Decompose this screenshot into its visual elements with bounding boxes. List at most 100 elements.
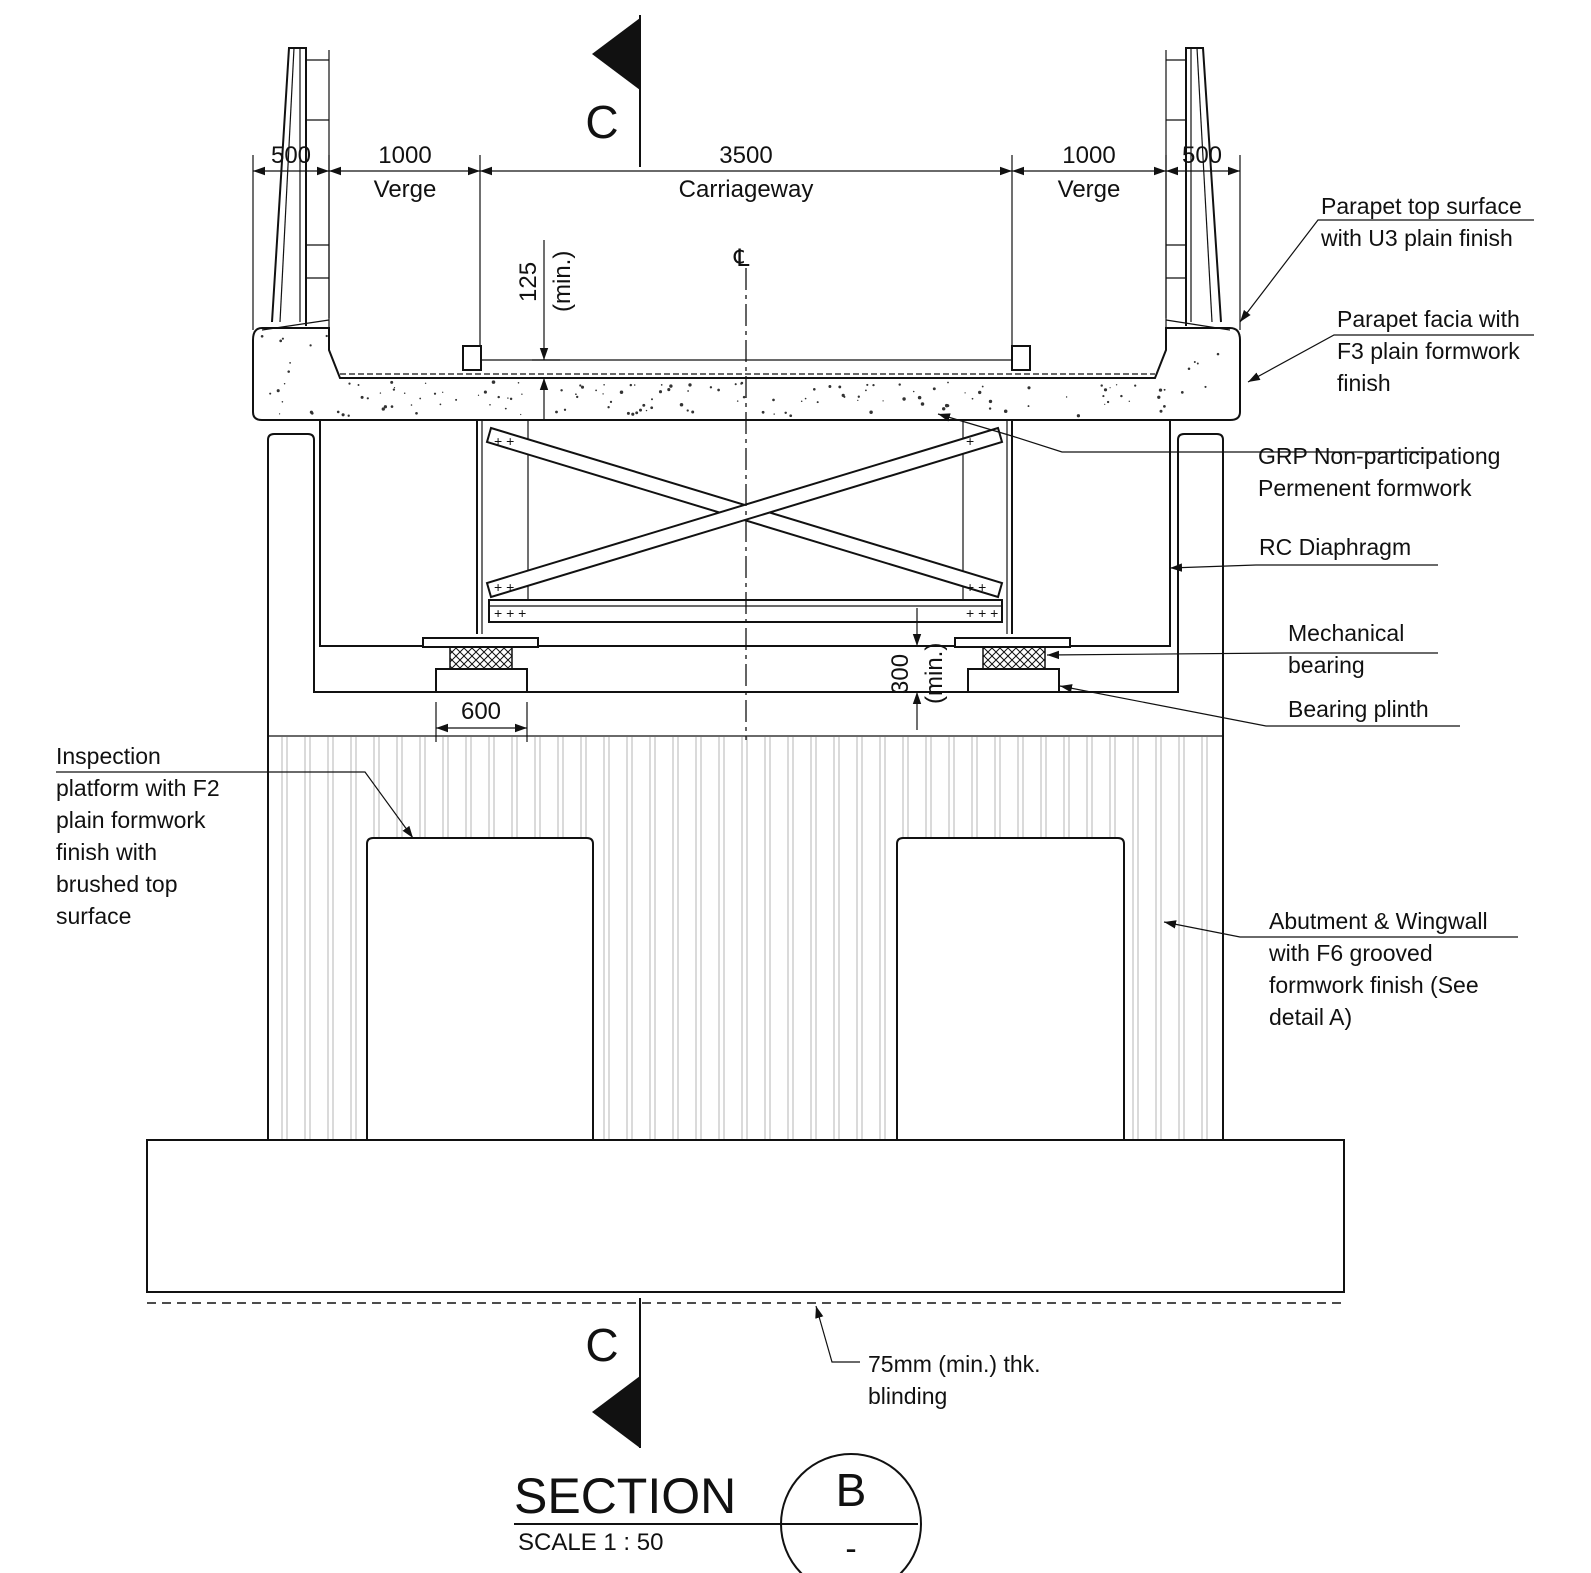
dim-clearance-value: 300 <box>887 654 914 694</box>
speckle-dot <box>276 389 280 393</box>
concrete-speckle <box>260 334 1220 418</box>
dim-parapet-right: 500 <box>1182 142 1222 169</box>
speckle-dot <box>1102 395 1105 398</box>
speckle-dot <box>483 390 487 394</box>
callout-line: GRP Non-participationg <box>1258 443 1500 469</box>
speckle-dot <box>902 397 904 400</box>
dim-plinth: 600 <box>435 698 528 742</box>
dim-verge-left: 1000 <box>378 142 431 169</box>
speckle-dot <box>944 403 949 408</box>
svg-text:+ + +: + + + <box>966 605 998 621</box>
speckle-dot <box>869 410 873 414</box>
svg-text:+ +: + + <box>966 579 986 595</box>
speckle-dot <box>667 388 671 392</box>
speckle-dot <box>283 382 286 385</box>
callout-line: Bearing plinth <box>1288 696 1429 722</box>
speckle-dot <box>773 413 775 415</box>
section-mark-bottom: C <box>585 1298 641 1448</box>
speckle-dot <box>1187 367 1191 370</box>
speckle-dot <box>424 382 427 384</box>
callout-line: Abutment & Wingwall <box>1269 908 1488 934</box>
speckle-dot <box>1065 396 1068 398</box>
speckle-dot <box>626 411 630 415</box>
speckle-dot <box>1180 391 1184 394</box>
speckle-dot <box>912 390 915 393</box>
title-text: SECTION <box>514 1468 736 1524</box>
section-mark-bottom-letter: C <box>585 1319 618 1371</box>
title-block: SECTION B - SCALE 1 : 50 <box>514 1453 922 1573</box>
dim-clearance-unit: (min.) <box>921 643 948 704</box>
speckle-dot <box>633 384 636 386</box>
speckle-dot <box>631 412 635 416</box>
speckle-dot <box>491 380 496 384</box>
speckle-dot <box>517 382 520 384</box>
callout-line: RC Diaphragm <box>1259 534 1411 560</box>
speckle-dot <box>804 397 807 400</box>
speckle-dot <box>866 383 869 386</box>
dim-deck-min: 125 (min.) <box>515 240 576 420</box>
speckle-dot <box>978 390 982 395</box>
speckle-dot <box>629 383 633 387</box>
parapet-right <box>1165 47 1231 331</box>
speckle-dot <box>560 389 563 392</box>
speckle-dot <box>642 403 646 407</box>
speckle-dot <box>393 387 396 389</box>
callout-line: Mechanical <box>1288 620 1404 646</box>
speckle-dot <box>988 407 992 410</box>
speckle-dot <box>325 334 328 338</box>
speckle-dot <box>1158 388 1163 392</box>
speckle-dot <box>1159 409 1163 413</box>
speckle-dot <box>579 384 582 387</box>
speckle-dot <box>1106 400 1110 404</box>
speckle-dot <box>607 406 610 409</box>
callout-line: detail A) <box>1269 1004 1352 1030</box>
speckle-dot <box>348 382 351 385</box>
speckle-dot <box>580 385 585 389</box>
speckle-dot <box>390 405 394 408</box>
speckle-dot <box>439 403 442 406</box>
speckle-dot <box>1193 361 1196 363</box>
speckle-dot <box>336 410 340 414</box>
speckle-dot <box>865 389 867 392</box>
callout-line: platform with F2 <box>56 775 220 801</box>
dim-clearance: 300 (min.) <box>887 608 948 730</box>
callout-line: Parapet top surface <box>1321 193 1522 219</box>
speckle-dot <box>595 389 597 392</box>
speckle-dot <box>576 395 579 399</box>
speckle-dot <box>658 390 663 394</box>
speckle-dot <box>383 405 388 409</box>
speckle-dot <box>392 388 396 391</box>
section-mark-top-letter: C <box>585 96 618 148</box>
label-verge-right: Verge <box>1058 176 1121 203</box>
speckle-dot <box>1027 386 1031 390</box>
speckle-dot <box>309 344 312 347</box>
speckle-dot <box>988 399 993 404</box>
speckle-dot <box>1103 388 1108 392</box>
label-carriageway: Carriageway <box>679 176 814 203</box>
section-mark-top: C <box>585 15 641 167</box>
speckle-dot <box>828 385 832 388</box>
dim-verge-right: 1000 <box>1062 142 1115 169</box>
speckle-dot <box>281 401 284 403</box>
speckle-dot <box>838 385 842 389</box>
callout-line: finish with <box>56 839 157 865</box>
bearing-left <box>422 637 539 693</box>
speckle-dot <box>691 410 695 414</box>
speckle-dot <box>645 409 648 412</box>
foundation-base <box>146 1139 1345 1293</box>
speckle-dot <box>635 411 639 415</box>
callout-line: with F6 grooved <box>1268 940 1433 966</box>
speckle-dot <box>260 334 264 338</box>
speckle-dot <box>555 410 558 414</box>
callout-abutment: Abutment & Wingwall with F6 grooved form… <box>1268 908 1488 1030</box>
scale-text: SCALE 1 : 50 <box>518 1529 663 1556</box>
speckle-dot <box>947 381 949 384</box>
speckle-dot <box>800 400 803 403</box>
callout-blinding: 75mm (min.) thk. blinding <box>868 1351 1041 1409</box>
speckle-dot <box>857 395 860 398</box>
dim-parapet-left: 500 <box>271 142 311 169</box>
speckle-dot <box>287 370 290 373</box>
label-verge-left: Verge <box>374 176 437 203</box>
speckle-dot <box>1120 394 1123 398</box>
